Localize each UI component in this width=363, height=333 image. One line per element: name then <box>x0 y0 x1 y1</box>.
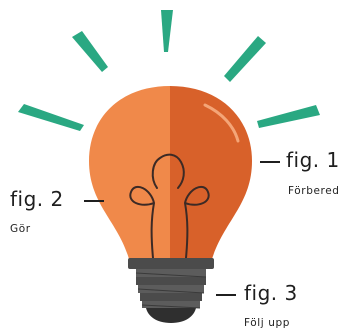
fig3-title: fig. 3 <box>244 283 298 303</box>
bulb-glass-left <box>89 86 170 259</box>
bulb-base <box>128 258 214 323</box>
fig1-leader-line <box>260 161 280 163</box>
ray-top <box>161 10 173 52</box>
fig2-leader-line <box>84 200 104 202</box>
fig1-caption: Förbered <box>288 186 340 197</box>
ray-right <box>257 105 320 128</box>
fig2-caption: Gör <box>10 224 31 235</box>
ray-upper-left <box>72 31 108 72</box>
fig3-caption: Följ upp <box>244 318 290 329</box>
fig1-title: fig. 1 <box>286 150 340 170</box>
fig2-title: fig. 2 <box>10 189 64 209</box>
ray-left <box>18 104 84 131</box>
fig3-leader-line <box>216 294 236 296</box>
bulb-glass-right <box>170 86 252 259</box>
ray-upper-right <box>224 36 266 82</box>
